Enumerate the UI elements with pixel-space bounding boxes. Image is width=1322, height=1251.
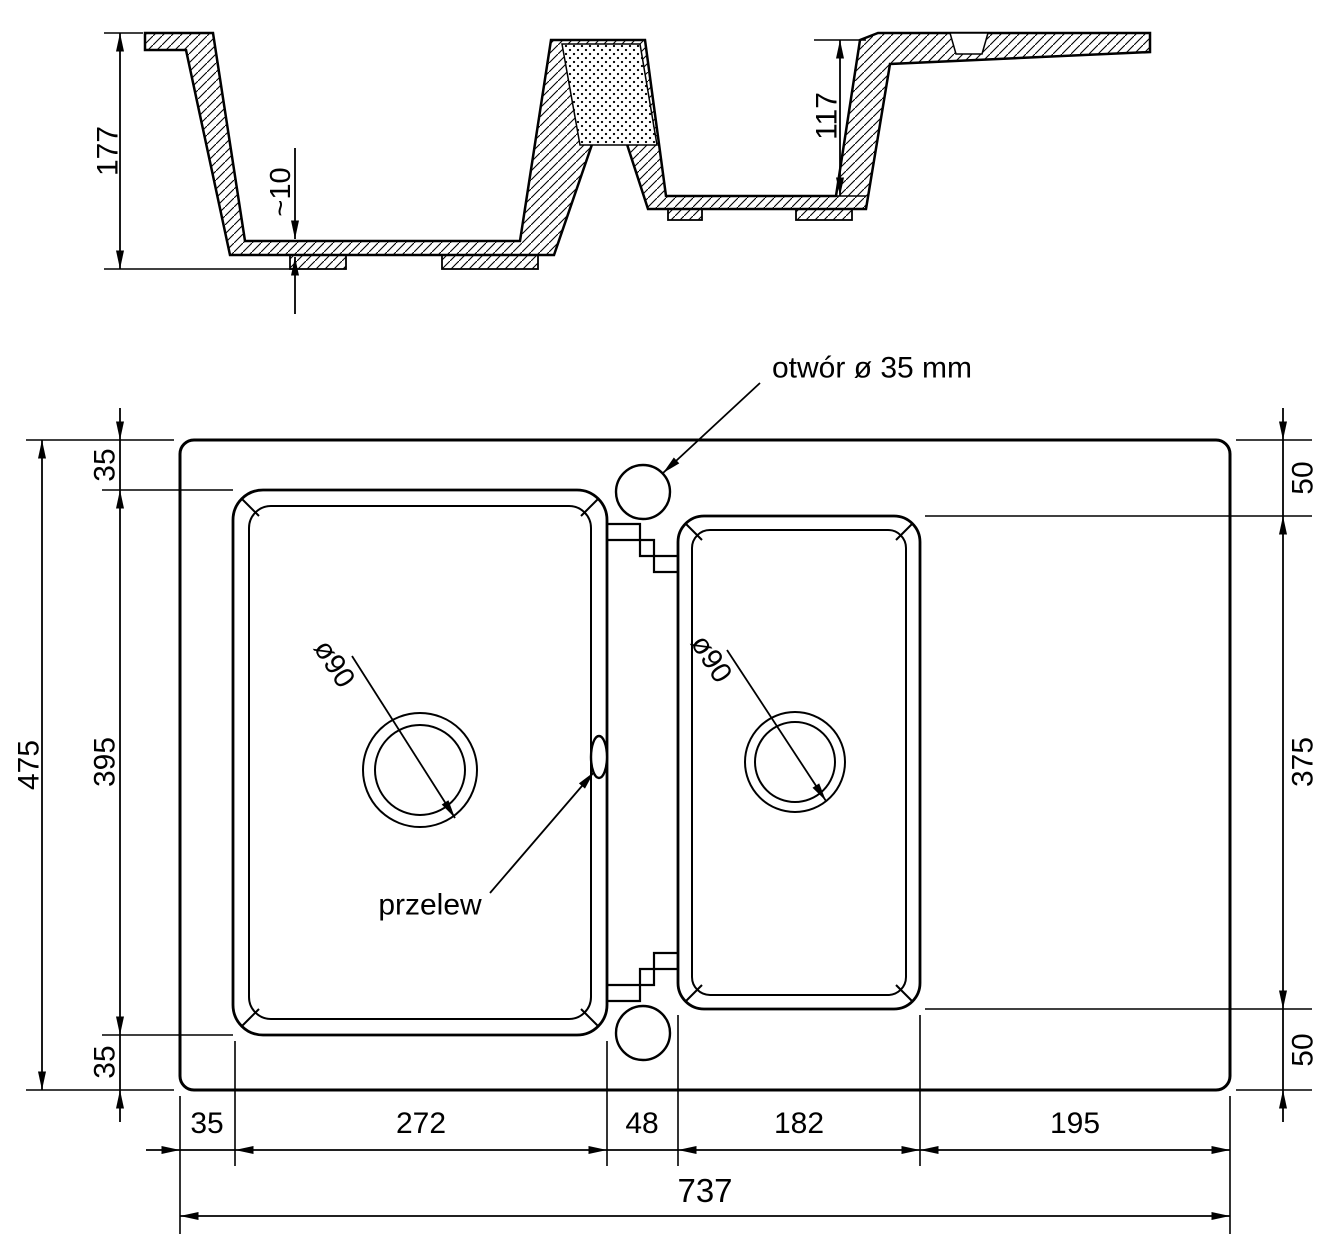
dim-left-column: 35 395 35 [89, 408, 233, 1122]
sink-outline [178, 438, 1232, 1092]
overflow-channel-stipple [561, 43, 658, 146]
leader-line [726, 649, 827, 802]
dim-text-left-top: 35 [89, 448, 122, 481]
corner-mark [240, 497, 260, 517]
corner-mark [895, 523, 913, 541]
dim-text-right-bottom: 50 [1287, 1033, 1320, 1066]
dim-text-second-bowl-width: 182 [774, 1107, 824, 1140]
corner-mark [685, 523, 703, 541]
drainboard-notch [949, 32, 989, 55]
dim-text-left-bottom: 35 [89, 1045, 122, 1078]
main-drain-outer [362, 712, 478, 828]
dim-text-right-middle: 375 [1287, 737, 1320, 787]
dim-overall-depth: 177 [92, 32, 300, 270]
dim-second-bowl-depth: 117 [811, 39, 866, 197]
plan-view: ø90 ø90 przelew otwór ø 35 mm 475 [13, 352, 1320, 1234]
leader-line [662, 382, 761, 474]
second-bowl-pad [667, 208, 703, 221]
faucet-hole-label: otwór ø 35 mm [772, 352, 972, 385]
corner-mark [580, 497, 600, 517]
corner-mark [685, 984, 703, 1002]
dim-overall-length: 737 [180, 1172, 1230, 1220]
dim-text-rim: 35 [190, 1107, 223, 1140]
faucet-hole-bottom [614, 1004, 672, 1062]
dim-text-drainboard-width: 195 [1050, 1107, 1100, 1140]
callout-faucet-hole: otwór ø 35 mm [662, 352, 972, 474]
overflow-label: przelew [378, 889, 482, 922]
dim-bottom-thickness: ~10 [265, 148, 299, 314]
dim-text-gap: 48 [625, 1107, 658, 1140]
faucet-hole-top [614, 463, 672, 521]
second-bowl-inner [691, 529, 907, 996]
corner-mark [895, 984, 913, 1002]
main-bowl-pad [441, 254, 539, 270]
callout-overflow: przelew [378, 771, 595, 922]
leader-line [351, 655, 456, 819]
second-bowl-pad [795, 208, 853, 221]
dim-text-left-middle: 395 [89, 737, 122, 787]
leader-line [489, 771, 595, 894]
section-view: 177 ~10 117 [92, 31, 1152, 314]
second-bowl-outer [676, 514, 922, 1011]
bowl-connector-top [607, 538, 678, 574]
second-drain-outer [744, 711, 846, 813]
bowl-connector-bottom [607, 951, 678, 987]
dim-bottom-chain: 35 272 48 182 195 [146, 1015, 1231, 1234]
second-drain-inner [754, 721, 836, 803]
dim-text-overall-depth: 177 [92, 126, 125, 176]
main-bowl-pad [289, 254, 347, 270]
main-drain-inner [374, 724, 466, 816]
dim-text-overall-width: 475 [13, 740, 46, 790]
dim-text-main-bowl-width: 272 [396, 1107, 446, 1140]
corner-mark [580, 1008, 600, 1028]
dim-overall-width: 475 [13, 439, 174, 1091]
dim-text-second-bowl-depth: 117 [811, 92, 844, 140]
corner-mark [240, 1008, 260, 1028]
dim-right-column: 50 375 50 [925, 408, 1320, 1122]
overflow-slot [589, 734, 609, 780]
dim-text-bottom-thickness: ~10 [265, 167, 297, 216]
dim-text-right-top: 50 [1287, 461, 1320, 494]
dim-text-overall-length: 737 [677, 1172, 732, 1209]
